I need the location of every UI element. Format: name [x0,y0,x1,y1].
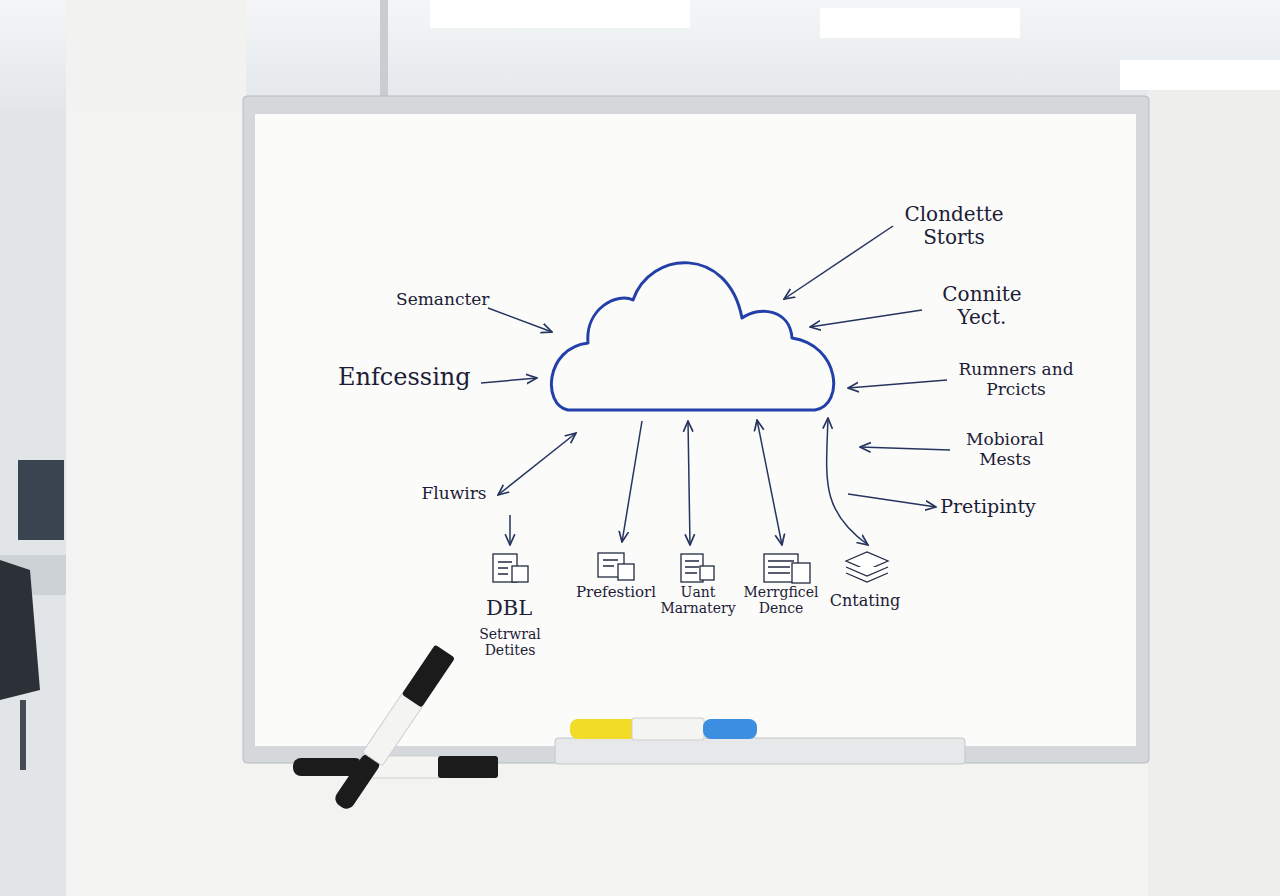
window-mullion [380,0,388,110]
handwritten-label: Clondette Storts [898,203,1010,249]
icons [493,552,888,583]
handwritten-label: Merrgficel Dence [740,584,822,616]
monitor [18,460,64,540]
marker-tray [555,738,965,764]
wall-panel [1148,90,1280,896]
handwritten-label: Setrwral Detites [472,626,548,658]
arrows [481,226,950,545]
board-frame [243,96,1149,763]
ceiling-light [430,0,690,28]
board-surface [255,114,1136,746]
handwritten-label: Cntating [828,592,902,610]
handwritten-label: Uant Marnatery [660,584,736,616]
ceiling [0,0,1280,110]
wall [66,0,246,110]
handwritten-label: Pretipinty [940,496,1036,518]
handwritten-label: DBL [478,596,540,620]
handwritten-label: Mobioral Mests [955,430,1055,469]
handwritten-label: Prefestiorl [568,584,664,601]
handwritten-label: Fluwirs [418,484,490,504]
handwritten-label: Rumners and Prcicts [952,360,1080,399]
ceiling-light [1120,60,1280,90]
handwritten-label: Connite Yect. [928,283,1036,329]
office-background [0,110,66,896]
handwritten-label: Enfcessing [338,364,470,392]
cloud-shape [551,263,833,410]
chair [0,560,40,700]
handwritten-label: Semancter [396,290,488,310]
chair-stem [20,700,26,770]
markers [293,645,757,813]
ceiling-light [820,8,1020,38]
